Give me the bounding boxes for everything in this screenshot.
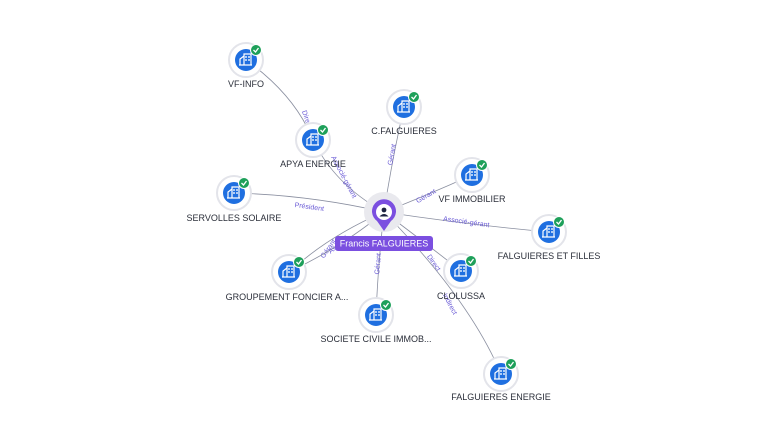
building-icon — [542, 225, 555, 238]
person-icon — [379, 207, 389, 217]
node-label: GROUPEMENT FONCIER A... — [226, 292, 349, 302]
node-label: FALGUIERES ENERGIE — [451, 392, 551, 402]
center-label-bg — [335, 236, 433, 251]
nodes-layer: VF-INFO APYA ENERGIE C.FALGUIERES VF IMMOBI… — [187, 42, 601, 402]
check-icon — [250, 44, 262, 56]
node-label: APYA ENERGIE — [280, 159, 346, 169]
company-node-apya[interactable]: APYA ENERGIE — [280, 122, 346, 169]
company-node-gfa[interactable]: GROUPEMENT FONCIER A... — [226, 254, 349, 302]
check-icon — [317, 124, 329, 136]
node-label: SOCIETE CIVILE IMMOB... — [320, 334, 431, 344]
company-node-servolles[interactable]: SERVOLLES SOLAIRE — [187, 175, 282, 223]
edge-label: Gérant — [374, 253, 383, 275]
company-node-falgenergie[interactable]: FALGUIERES ENERGIE — [451, 356, 551, 402]
building-icon — [227, 186, 240, 199]
check-icon — [553, 216, 565, 228]
node-label: C.FALGUIERES — [371, 126, 437, 136]
node-label: SERVOLLES SOLAIRE — [187, 213, 282, 223]
center-node[interactable]: Francis FALGUIERES — [335, 192, 433, 251]
building-icon — [494, 367, 507, 380]
check-icon — [380, 299, 392, 311]
company-node-clolussa[interactable]: CLOLUSSA — [437, 253, 485, 301]
check-icon — [408, 91, 420, 103]
building-icon — [282, 265, 295, 278]
edge-label: Président — [294, 202, 324, 213]
node-label: VF-INFO — [228, 79, 264, 89]
node-label: CLOLUSSA — [437, 291, 485, 301]
edge-label: Associé-gérant — [443, 216, 490, 229]
building-icon — [306, 133, 319, 146]
center-label: Francis FALGUIERES — [340, 239, 429, 249]
node-label: FALGUIERES ET FILLES — [498, 251, 601, 261]
check-icon — [465, 255, 477, 267]
building-icon — [239, 53, 252, 66]
check-icon — [238, 177, 250, 189]
edge-label: Gérant — [387, 144, 398, 166]
check-icon — [476, 159, 488, 171]
edge-label: Direct — [425, 254, 441, 273]
company-node-vf-info[interactable]: VF-INFO — [228, 42, 264, 89]
building-icon — [454, 264, 467, 277]
check-icon — [293, 256, 305, 268]
company-node-sci[interactable]: SOCIETE CIVILE IMMOB... — [320, 297, 432, 344]
building-icon — [369, 308, 382, 321]
check-icon — [505, 358, 517, 370]
building-icon — [397, 100, 410, 113]
company-node-vfimmo[interactable]: VF IMMOBILIER — [438, 157, 506, 204]
building-icon — [465, 168, 478, 181]
edge-falgfilles: Associé-gérant — [383, 211, 550, 233]
edge-line — [383, 211, 502, 375]
edge-label: Gérant — [415, 188, 437, 205]
node-label: VF IMMOBILIER — [438, 194, 506, 204]
company-node-cfalg[interactable]: C.FALGUIERES — [371, 89, 437, 136]
company-node-falgfilles[interactable]: FALGUIERES ET FILLES — [498, 214, 601, 261]
edge-servolles: Président — [233, 192, 385, 213]
